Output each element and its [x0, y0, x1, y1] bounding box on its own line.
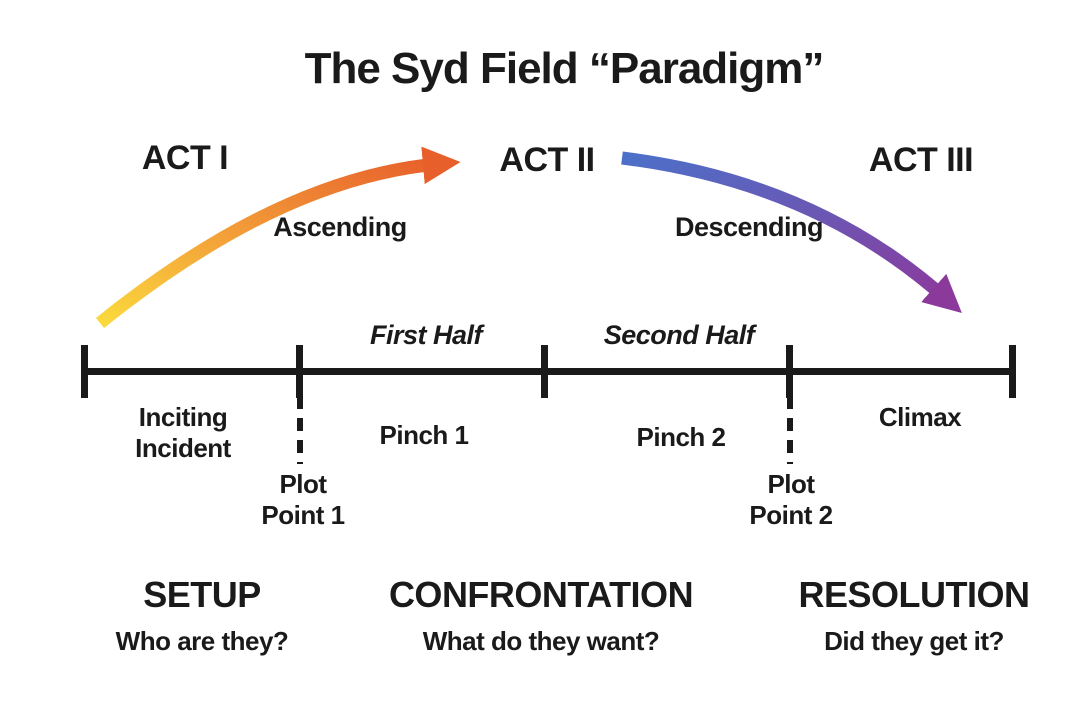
pinch-1-label: Pinch 1: [379, 420, 469, 450]
descending-label: Descending: [674, 212, 824, 242]
setup-title: SETUP: [143, 574, 261, 615]
pinch-2-label: Pinch 2: [636, 422, 726, 452]
timeline-tick-end: [1009, 345, 1016, 398]
inciting-incident-label: Inciting Incident: [135, 402, 231, 464]
plot-point-2-label: Plot Point 2: [749, 469, 833, 531]
timeline-tick-plot-point-1: [296, 345, 303, 398]
act-1-label: ACT I: [141, 139, 229, 177]
resolution-question: Did they get it?: [824, 626, 1004, 656]
act-2-label: ACT II: [499, 141, 595, 179]
timeline-tick-midpoint: [541, 345, 548, 398]
ascending-label: Ascending: [273, 212, 407, 242]
act-3-label: ACT III: [868, 141, 974, 179]
resolution-title: RESOLUTION: [798, 574, 1030, 615]
confrontation-question: What do they want?: [422, 626, 660, 656]
first-half-label: First Half: [369, 320, 483, 350]
diagram-title: The Syd Field “Paradigm”: [304, 44, 825, 93]
plot-point-1-label: Plot Point 1: [261, 469, 345, 531]
second-half-label: Second Half: [603, 320, 755, 350]
climax-label: Climax: [878, 402, 962, 432]
confrontation-title: CONFRONTATION: [388, 574, 694, 615]
ascending-arrow: [95, 146, 461, 329]
setup-question: Who are they?: [115, 626, 289, 656]
timeline-tick-start: [81, 345, 88, 398]
plot-point-2-dashed-line: [787, 396, 793, 464]
plot-point-1-dashed-line: [297, 396, 303, 464]
descending-arrow: [621, 151, 962, 314]
timeline-baseline: [85, 368, 1016, 375]
timeline-tick-plot-point-2: [786, 345, 793, 398]
